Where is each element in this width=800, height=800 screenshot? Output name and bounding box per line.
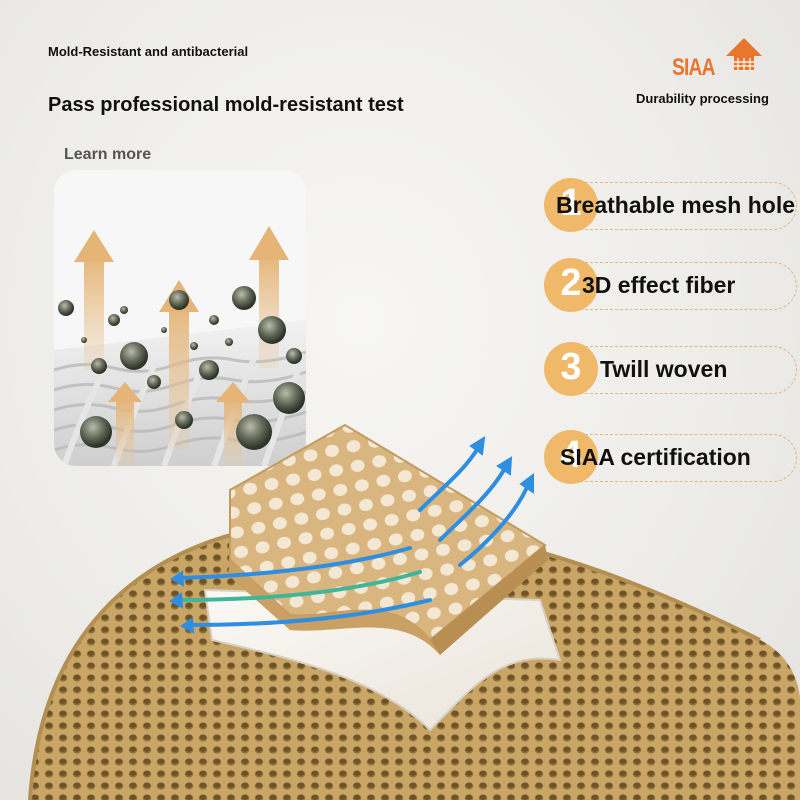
mold-fabric-image — [54, 170, 306, 466]
feature-number: 3 — [560, 346, 582, 388]
feature-number-circle — [544, 178, 598, 232]
feature-number-circle — [544, 430, 598, 484]
feature-item-breathable-mesh: 1 Breathable mesh hole — [544, 178, 800, 234]
feature-label: 3D effect fiber — [582, 272, 736, 298]
feature-outline — [570, 262, 797, 310]
siaa-logo-text: SIAA — [672, 54, 715, 81]
page-subtitle: Mold-Resistant and antibacterial — [48, 44, 249, 59]
learn-more-link[interactable]: Learn more — [64, 146, 152, 163]
feature-label: SIAA certification — [560, 444, 751, 470]
durability-caption: Durability processing — [636, 91, 769, 106]
feature-label: Twill woven — [600, 356, 728, 382]
feature-outline — [570, 346, 797, 394]
feature-item-siaa-certification: 4 SIAA certification — [544, 430, 800, 486]
page-title: Pass professional mold-resistant test — [48, 94, 404, 116]
feature-number-circle — [544, 342, 598, 396]
feature-label: Breathable mesh hole — [556, 192, 796, 218]
feature-outline — [570, 434, 797, 482]
feature-outline — [570, 182, 797, 230]
insole-illustration — [28, 423, 800, 800]
airflow-arrow-icon — [169, 436, 534, 634]
feature-number-circle — [544, 258, 598, 312]
siaa-logo-icon — [726, 38, 762, 70]
feature-number: 1 — [560, 182, 582, 224]
feature-item-3d-fiber: 2 3D effect fiber — [544, 258, 800, 314]
feature-number: 4 — [560, 434, 582, 476]
feature-number: 2 — [560, 262, 582, 304]
feature-item-twill-woven: 3 Twill woven — [544, 342, 800, 398]
